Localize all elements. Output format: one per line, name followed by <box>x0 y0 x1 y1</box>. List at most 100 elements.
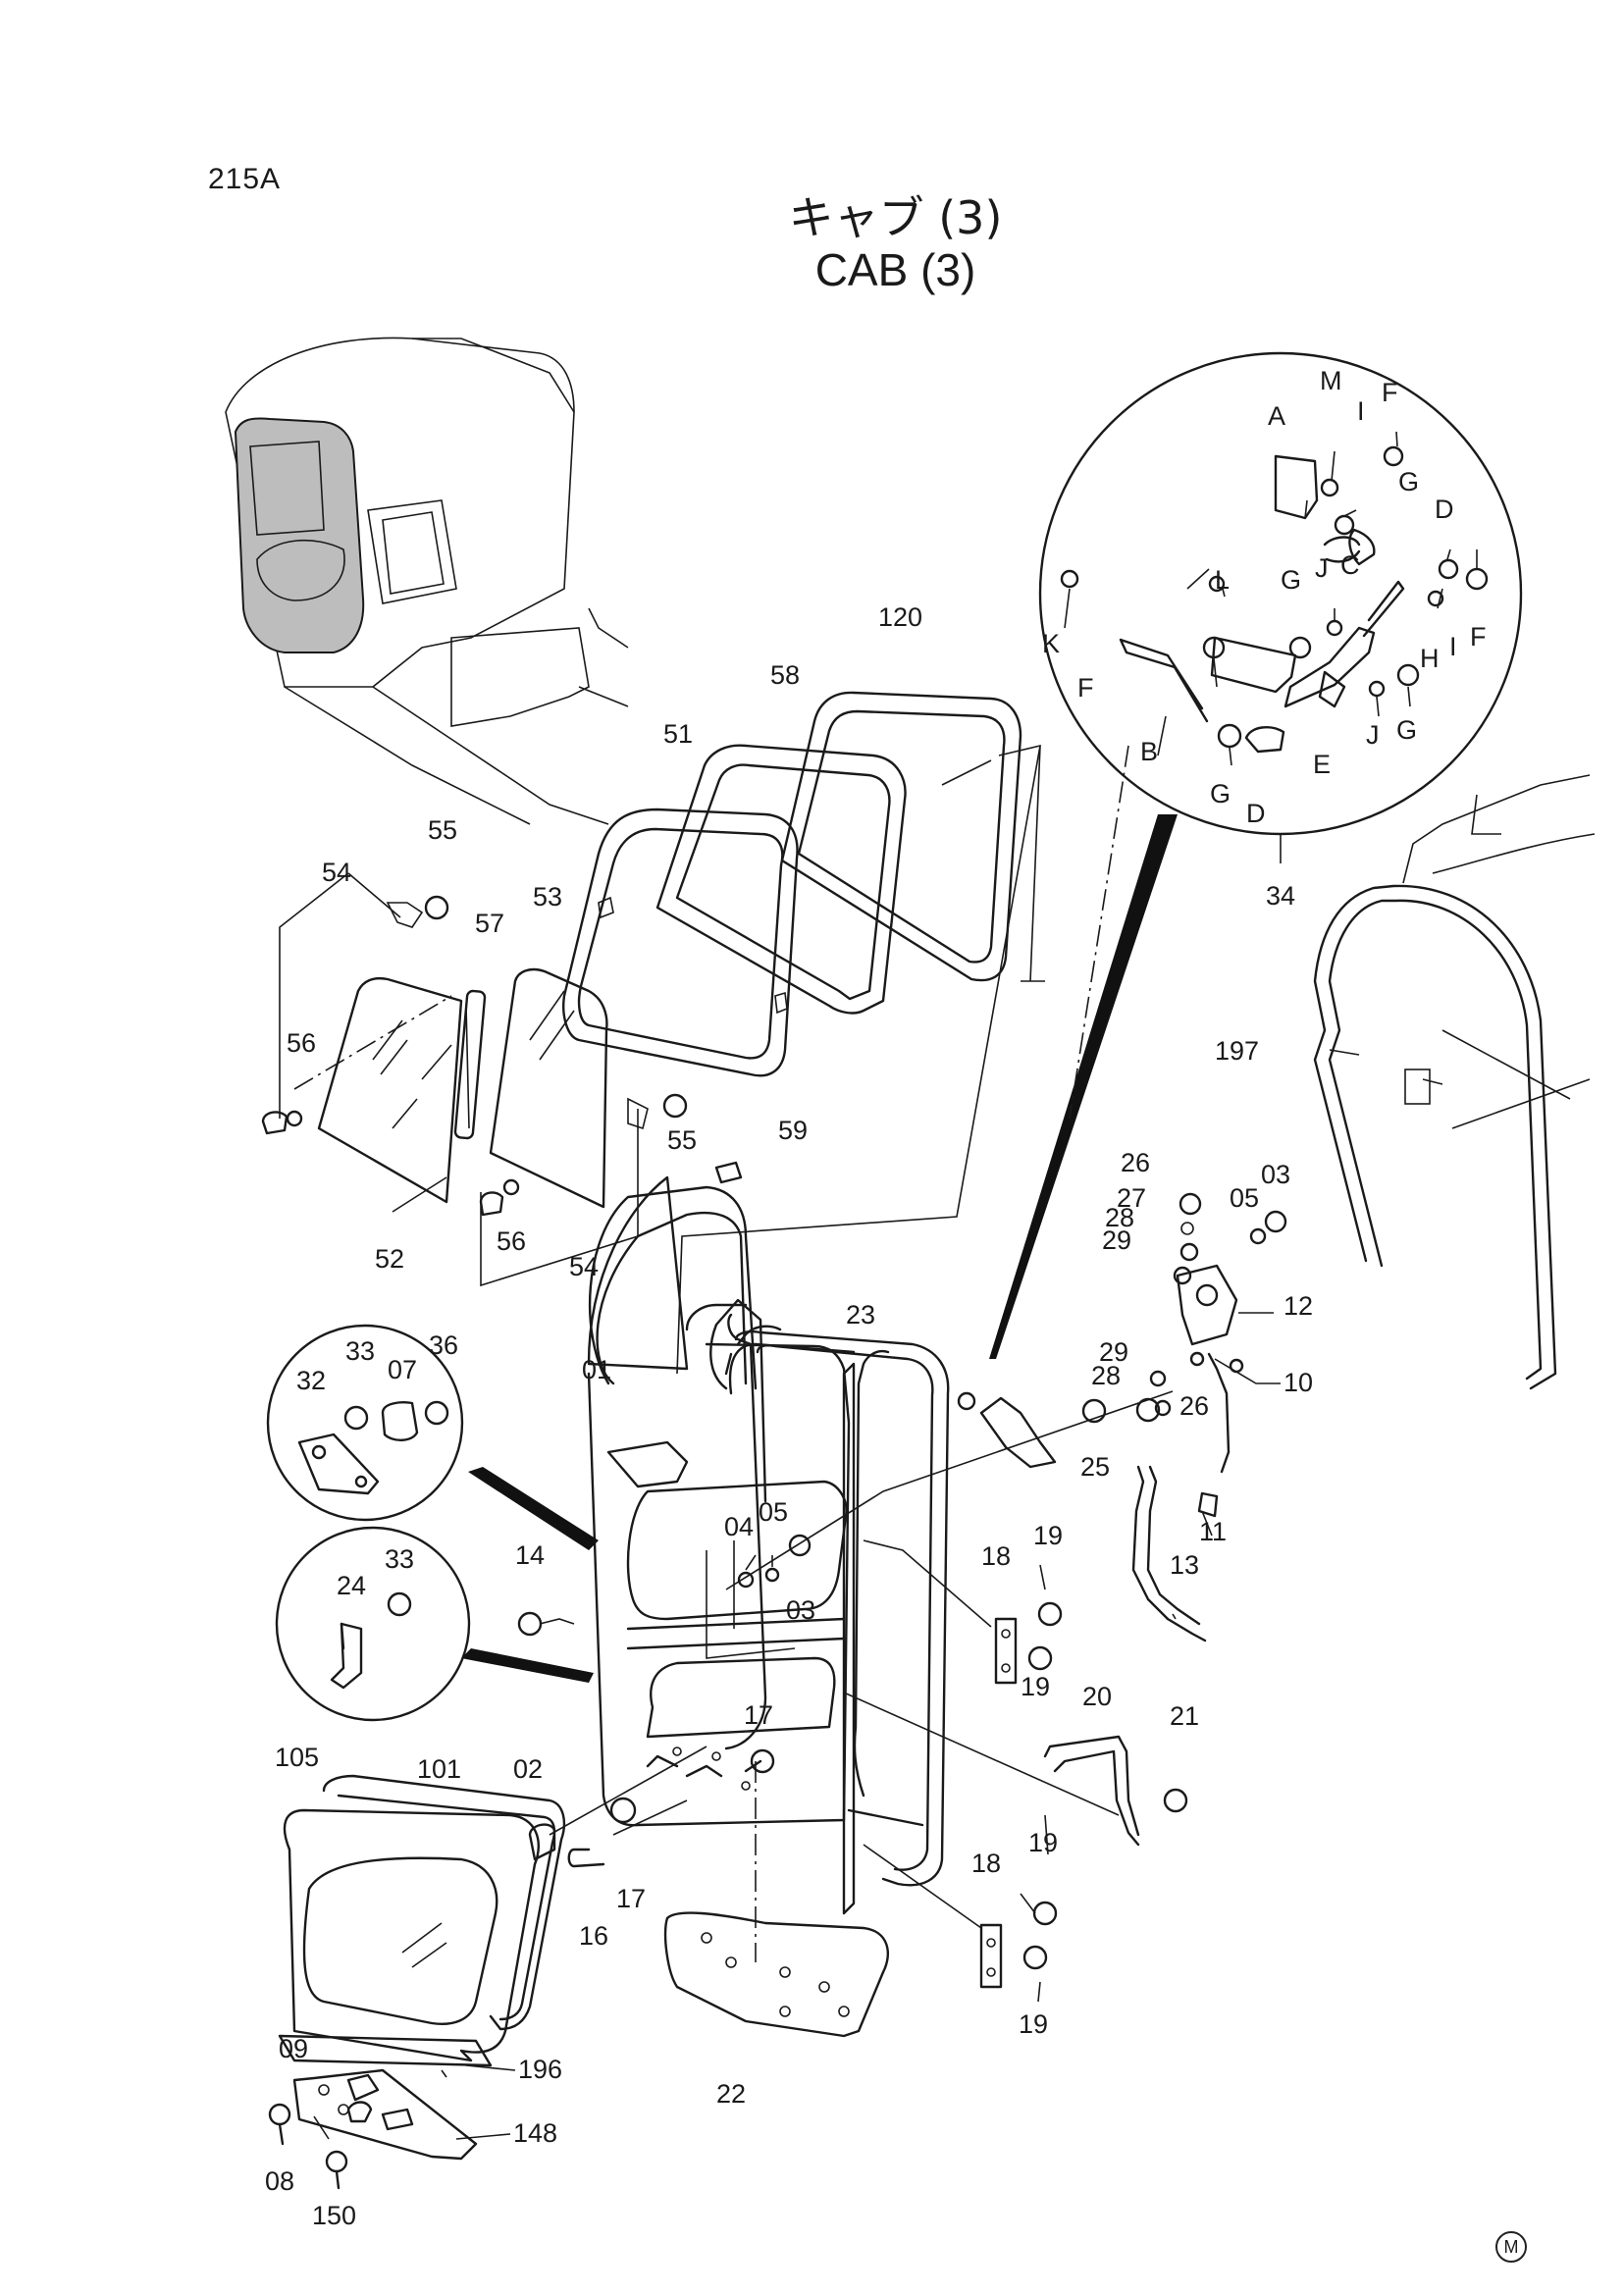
detail-circle-34 <box>989 351 1523 1359</box>
callout-05-door: 05 <box>759 1497 788 1527</box>
detail-label-E: E <box>1313 750 1331 779</box>
callout-55-top: 55 <box>428 815 457 845</box>
detail-label-C: C <box>1340 550 1360 580</box>
title-japanese: キャブ (3) <box>788 191 1003 244</box>
detail-label-F-left: F <box>1077 673 1094 703</box>
callout-02: 02 <box>513 1754 543 1784</box>
callout-29-top: 29 <box>1102 1225 1131 1255</box>
callout-10: 10 <box>1283 1368 1313 1397</box>
detail-label-M: M <box>1320 366 1342 395</box>
callout-54-bottom: 54 <box>569 1252 599 1281</box>
detail-label-I-upper: I <box>1357 396 1365 426</box>
detail-label-G-upper: G <box>1398 467 1419 496</box>
callout-27: 27 <box>1117 1183 1146 1213</box>
detail-label-A: A <box>1268 401 1285 431</box>
callout-18-upper: 18 <box>981 1541 1011 1571</box>
callout-17-lower: 17 <box>616 1884 646 1913</box>
callout-58: 58 <box>770 660 800 690</box>
callout-18-lower: 18 <box>971 1849 1001 1878</box>
callout-197: 197 <box>1215 1036 1259 1066</box>
callout-56-mid: 56 <box>497 1226 526 1256</box>
callout-34: 34 <box>1266 881 1295 911</box>
cab-overview-illustration <box>225 337 629 825</box>
detail-label-F-upper: F <box>1382 378 1398 407</box>
callout-03-door: 03 <box>786 1595 815 1625</box>
callout-19-d: 19 <box>1019 2009 1048 2039</box>
detail-label-D-lower: D <box>1246 799 1266 828</box>
title-english: CAB (3) <box>814 244 976 295</box>
callout-55-mid: 55 <box>667 1125 697 1155</box>
callout-14: 14 <box>515 1540 545 1570</box>
lower-glass-assembly <box>268 1774 890 2190</box>
callout-21: 21 <box>1170 1701 1199 1731</box>
callout-28-bottom: 28 <box>1091 1361 1121 1390</box>
door-seal-197 <box>1313 774 1596 1390</box>
detail-label-B: B <box>1140 737 1158 766</box>
callout-56-left: 56 <box>287 1028 316 1058</box>
callout-57: 57 <box>475 909 504 938</box>
callout-12: 12 <box>1283 1291 1313 1321</box>
callout-101: 101 <box>417 1754 461 1784</box>
callout-24: 24 <box>337 1571 366 1600</box>
callout-16: 16 <box>579 1921 608 1951</box>
publisher-mark: M <box>1495 2231 1527 2263</box>
callout-51: 51 <box>663 719 693 749</box>
callout-33-lower: 33 <box>385 1544 414 1574</box>
callout-11: 11 <box>1199 1517 1227 1546</box>
callout-120: 120 <box>878 602 922 632</box>
callout-33-upper: 33 <box>345 1336 375 1366</box>
callout-26-bottom: 26 <box>1179 1391 1209 1421</box>
callout-17-door: 17 <box>744 1700 773 1730</box>
callout-148: 148 <box>513 2118 557 2148</box>
callout-26-top: 26 <box>1121 1148 1150 1177</box>
callout-22: 22 <box>716 2079 746 2109</box>
callout-52: 52 <box>375 1244 404 1274</box>
side-glass-panels <box>261 895 743 1217</box>
detail-label-D-upper: D <box>1435 495 1454 524</box>
latch-linkage <box>957 1192 1287 1642</box>
callout-54-top: 54 <box>322 858 351 887</box>
page-code: 215A <box>208 163 282 195</box>
callout-01: 01 <box>582 1355 611 1384</box>
callout-196: 196 <box>518 2055 562 2084</box>
detail-circle-latch-plate <box>266 1324 599 1550</box>
callout-04: 04 <box>724 1512 754 1541</box>
callout-13: 13 <box>1170 1550 1199 1580</box>
callout-19-b: 19 <box>1021 1672 1050 1701</box>
callout-19-c: 19 <box>1028 1828 1058 1857</box>
callout-59: 59 <box>778 1116 808 1145</box>
callout-36: 36 <box>429 1330 458 1360</box>
detail-label-J-upper: J <box>1315 553 1329 583</box>
detail-label-L: L <box>1215 565 1230 595</box>
callout-20: 20 <box>1082 1682 1112 1711</box>
door-assembly <box>587 1175 950 1915</box>
callout-53: 53 <box>533 882 562 912</box>
detail-label-I-lower: I <box>1449 632 1457 661</box>
callout-05-right: 05 <box>1230 1183 1259 1213</box>
window-frames <box>562 691 1045 1077</box>
leader-lines <box>313 745 1360 2140</box>
callout-07: 07 <box>388 1355 417 1384</box>
detail-label-F-right: F <box>1470 622 1487 652</box>
detail-label-K: K <box>1042 629 1060 658</box>
detail-circle-bracket-24 <box>275 1526 594 1722</box>
callout-23: 23 <box>846 1300 875 1329</box>
callout-28-top: 28 <box>1105 1203 1134 1232</box>
callout-32: 32 <box>296 1366 326 1395</box>
callout-19-a: 19 <box>1033 1521 1063 1550</box>
callout-03-right: 03 <box>1261 1160 1290 1189</box>
callout-labels: 120 58 51 55 54 57 53 56 59 55 52 56 54 … <box>265 366 1487 2230</box>
callout-29-bottom: 29 <box>1099 1337 1128 1367</box>
callout-150: 150 <box>312 2201 356 2230</box>
detail-label-J-lower: J <box>1366 720 1380 750</box>
detail-label-G-right: G <box>1396 715 1417 745</box>
detail-label-G-lower: G <box>1210 779 1231 808</box>
detail-label-G-mid: G <box>1281 565 1301 595</box>
callout-08: 08 <box>265 2166 294 2196</box>
callout-105: 105 <box>275 1743 319 1772</box>
detail-label-H: H <box>1420 644 1440 673</box>
door-hardware <box>517 1534 1188 1989</box>
callout-09: 09 <box>279 2034 308 2063</box>
bracket-lines-54 <box>279 872 639 1287</box>
